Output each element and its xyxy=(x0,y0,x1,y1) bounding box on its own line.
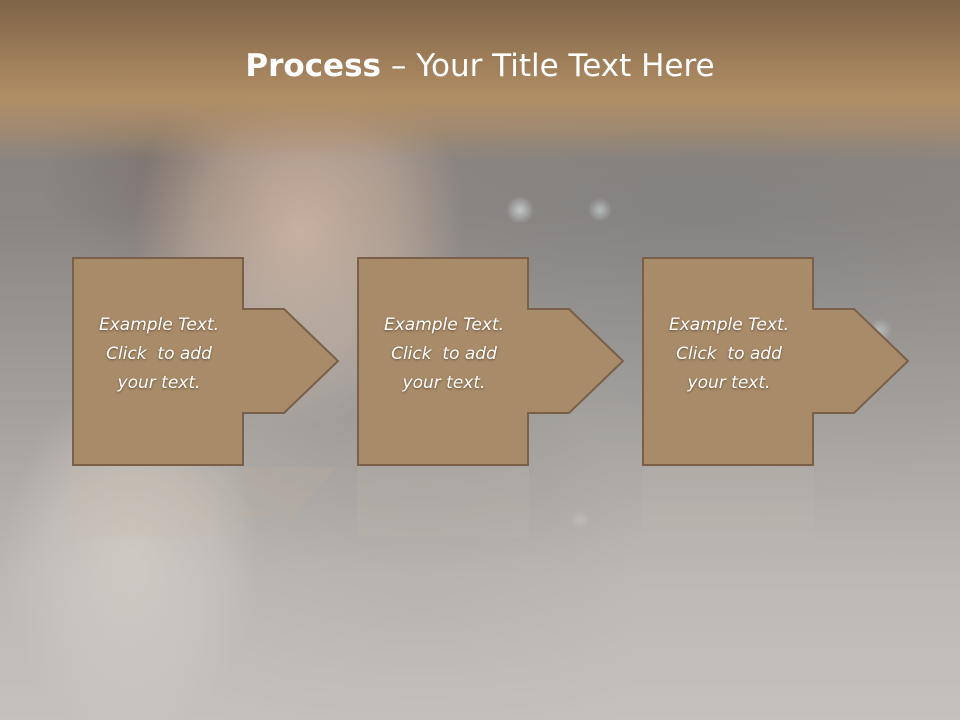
step-1-shape xyxy=(72,257,340,466)
slide-title[interactable]: Process – Your Title Text Here xyxy=(0,48,960,84)
process-step-3[interactable]: Example Text. Click to add your text. xyxy=(642,257,960,467)
step-3-text[interactable]: Example Text. Click to add your text. xyxy=(646,311,812,398)
step-2-reflection xyxy=(357,467,697,557)
title-strong: Process xyxy=(245,48,381,84)
step-1-reflection xyxy=(72,467,412,557)
step-2-line-3: your text. xyxy=(402,373,486,393)
process-step-1[interactable]: Example Text. Click to add your text. xyxy=(72,257,412,467)
step-1-line-1: Example Text. xyxy=(98,315,220,335)
title-rest: – Your Title Text Here xyxy=(381,48,715,84)
step-2-shape xyxy=(357,257,625,466)
step-3-line-2: Click to add xyxy=(676,344,782,364)
step-1-text[interactable]: Example Text. Click to add your text. xyxy=(76,311,242,398)
step-2-line-2: Click to add xyxy=(391,344,497,364)
step-3-reflection xyxy=(642,467,960,557)
step-3-line-1: Example Text. xyxy=(668,315,790,335)
title-band xyxy=(0,0,960,160)
step-1-line-3: your text. xyxy=(117,373,201,393)
process-step-2[interactable]: Example Text. Click to add your text. xyxy=(357,257,697,467)
step-1-line-2: Click to add xyxy=(106,344,212,364)
step-2-line-1: Example Text. xyxy=(383,315,505,335)
step-2-text[interactable]: Example Text. Click to add your text. xyxy=(361,311,527,398)
step-3-line-3: your text. xyxy=(687,373,771,393)
step-3-shape xyxy=(642,257,910,466)
